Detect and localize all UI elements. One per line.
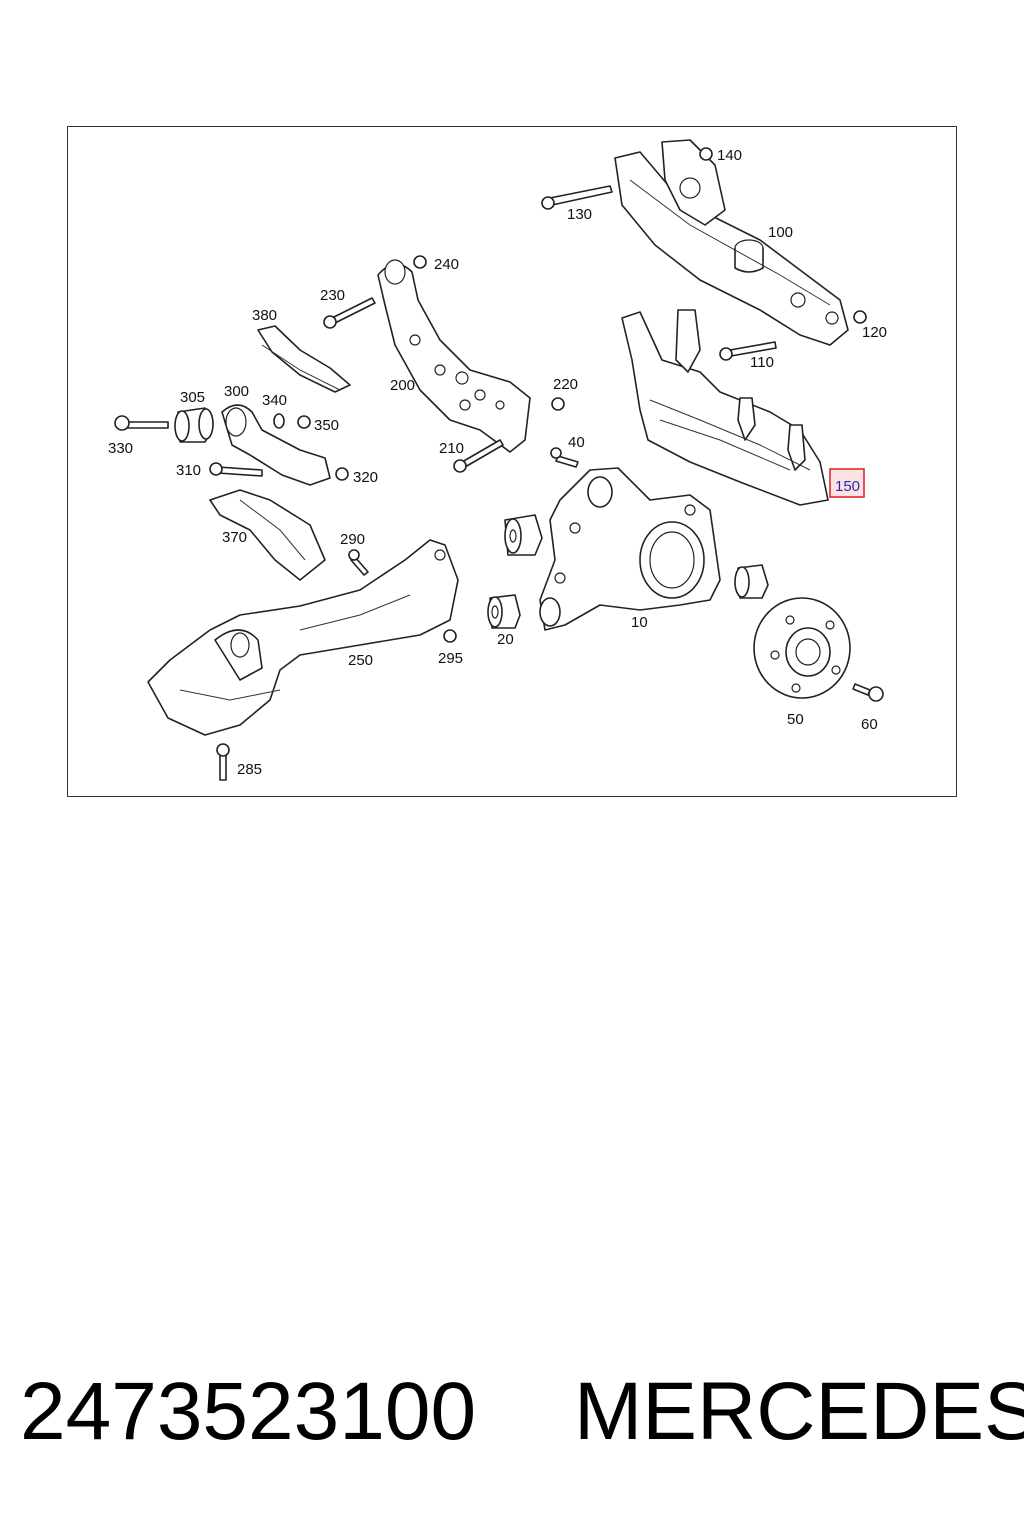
bolt-230[interactable] [323, 297, 376, 329]
part-100-subframe[interactable] [614, 139, 849, 346]
part-10-knuckle[interactable] [539, 467, 721, 631]
bolt-290[interactable] [348, 549, 369, 576]
callout-110[interactable]: 110 [750, 354, 774, 371]
callout-380[interactable]: 380 [252, 307, 277, 324]
part-200-upper-arm[interactable] [377, 259, 531, 453]
bolt-330[interactable] [114, 415, 169, 431]
part-20-bushing-upper[interactable] [504, 514, 543, 556]
callout-120[interactable]: 120 [862, 324, 887, 341]
callout-140[interactable]: 140 [717, 147, 742, 164]
part-20-bushing-lower[interactable] [487, 594, 521, 629]
part-number: 2473523100 [20, 1366, 477, 1457]
brand-name: MERCEDES [574, 1366, 1024, 1457]
bolt-60[interactable] [852, 683, 884, 702]
callout-200[interactable]: 200 [390, 377, 415, 394]
callout-300[interactable]: 300 [224, 383, 249, 400]
callout-230[interactable]: 230 [320, 287, 345, 304]
bolt-110[interactable] [719, 341, 777, 361]
callout-150-highlight [829, 468, 865, 498]
callout-295[interactable]: 295 [438, 650, 463, 667]
callout-50[interactable]: 50 [787, 711, 804, 728]
callout-310[interactable]: 310 [176, 462, 201, 479]
nut-220[interactable] [551, 397, 565, 411]
callout-350[interactable]: 350 [314, 417, 339, 434]
callout-240[interactable]: 240 [434, 256, 459, 273]
part-305-bushing[interactable] [174, 407, 214, 443]
nut-140[interactable] [699, 147, 713, 161]
callout-40[interactable]: 40 [568, 434, 585, 451]
nut-350[interactable] [297, 415, 311, 429]
callout-20[interactable]: 20 [497, 631, 514, 648]
part-370-bracket[interactable] [209, 489, 326, 581]
part-250-trailing-arm[interactable] [147, 539, 459, 736]
washer-340[interactable] [273, 413, 285, 429]
callout-290[interactable]: 290 [340, 531, 365, 548]
nut-295[interactable] [443, 629, 457, 643]
part-300-link[interactable] [221, 404, 331, 486]
nut-120[interactable] [853, 310, 867, 324]
callout-220[interactable]: 220 [553, 376, 578, 393]
callout-320[interactable]: 320 [353, 469, 378, 486]
bolt-130[interactable] [541, 185, 613, 210]
nut-240[interactable] [413, 255, 427, 269]
callout-130[interactable]: 130 [567, 206, 592, 223]
part-bushing-right[interactable] [734, 564, 769, 599]
callout-285[interactable]: 285 [237, 761, 262, 778]
callout-10[interactable]: 10 [631, 614, 648, 631]
callout-250[interactable]: 250 [348, 652, 373, 669]
bolt-210[interactable] [453, 439, 504, 473]
callout-370[interactable]: 370 [222, 529, 247, 546]
bolt-40[interactable] [550, 447, 579, 468]
nut-320[interactable] [335, 467, 349, 481]
part-50-wheel-hub[interactable] [753, 597, 851, 699]
bolt-310[interactable] [209, 462, 263, 477]
footer: 2473523100 MERCEDES [0, 1365, 1024, 1475]
callout-150[interactable]: 150 [835, 478, 860, 495]
callout-305[interactable]: 305 [180, 389, 205, 406]
callout-210[interactable]: 210 [439, 440, 464, 457]
callout-340[interactable]: 340 [262, 392, 287, 409]
callout-100[interactable]: 100 [768, 224, 793, 241]
callout-330[interactable]: 330 [108, 440, 133, 457]
bolt-285[interactable] [216, 743, 230, 781]
part-150-shield[interactable] [621, 309, 829, 506]
part-380-bracket[interactable] [257, 325, 351, 393]
callout-60[interactable]: 60 [861, 716, 878, 733]
